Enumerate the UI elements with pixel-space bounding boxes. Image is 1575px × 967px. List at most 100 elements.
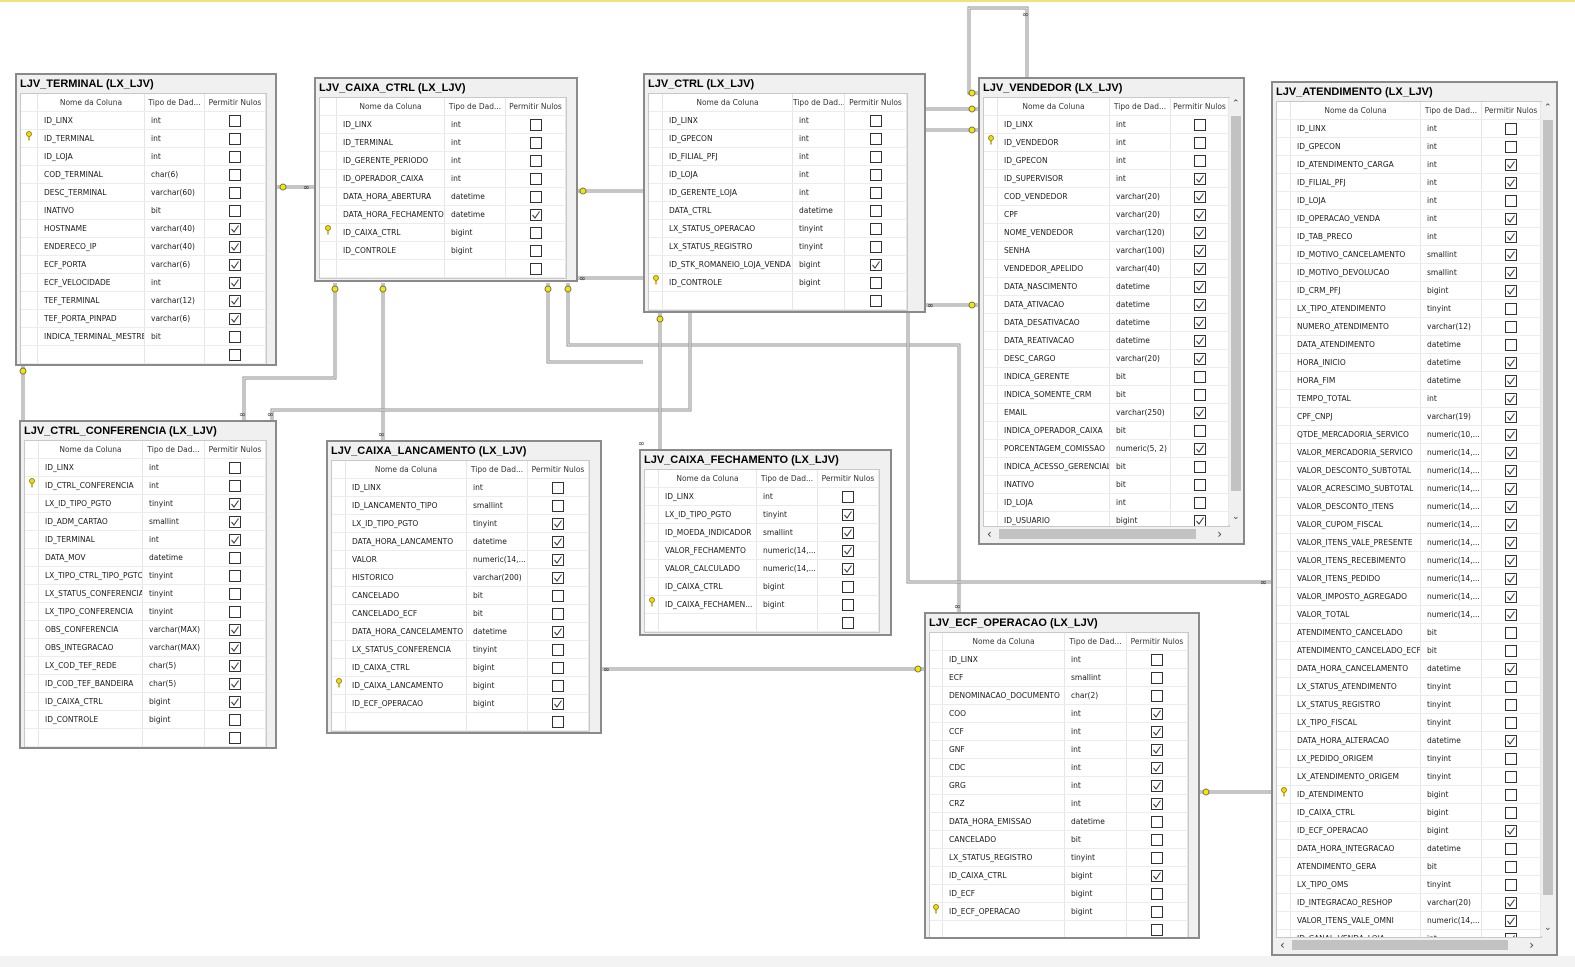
row-selector[interactable] <box>1277 750 1291 767</box>
allow-nulls-checkbox[interactable] <box>529 190 542 203</box>
column-name[interactable]: ID_MOTIVO_DEVOLUCAO <box>1291 264 1421 281</box>
data-type[interactable]: varchar(20) <box>1110 206 1171 223</box>
row-selector[interactable] <box>1277 588 1291 605</box>
row-selector[interactable] <box>1277 786 1291 803</box>
row-selector[interactable] <box>320 134 337 151</box>
row-selector[interactable] <box>332 677 346 694</box>
allow-nulls-checkbox[interactable] <box>229 330 241 343</box>
column-name[interactable]: HORA_INICIO <box>1291 354 1421 371</box>
header-data-type[interactable]: Tipo de Dad... <box>757 470 818 487</box>
allow-nulls-checkbox[interactable] <box>869 204 882 217</box>
data-type[interactable]: bit <box>1421 858 1482 875</box>
row-selector[interactable] <box>1277 624 1291 641</box>
row-selector[interactable] <box>984 386 998 403</box>
row-selector[interactable] <box>332 569 346 586</box>
row-selector[interactable] <box>930 921 943 937</box>
data-type[interactable]: bigint <box>467 677 528 694</box>
column-name[interactable]: TEMPO_TOTAL <box>1291 390 1421 407</box>
allow-nulls-checkbox[interactable] <box>1505 158 1517 171</box>
data-type[interactable]: datetime <box>793 202 845 219</box>
row-selector[interactable] <box>25 621 39 638</box>
column-name[interactable]: ID_CONTROLE <box>663 274 793 291</box>
column-name[interactable] <box>663 292 793 309</box>
column-name[interactable]: ATENDIMENTO_GERA <box>1291 858 1421 875</box>
data-type[interactable]: varchar(20) <box>1110 188 1171 205</box>
data-type[interactable]: bit <box>1421 624 1482 641</box>
allow-nulls-checkbox[interactable] <box>229 515 241 528</box>
column-name[interactable] <box>659 614 757 631</box>
allow-nulls-checkbox[interactable] <box>1505 536 1517 549</box>
allow-nulls-checkbox[interactable] <box>842 616 854 629</box>
data-type[interactable]: smallint <box>757 524 818 541</box>
row-selector[interactable] <box>25 693 39 710</box>
row-selector[interactable] <box>645 506 659 523</box>
data-type[interactable]: bit <box>1065 831 1127 848</box>
column-name[interactable]: DATA_HORA_CANCELAMENTO <box>346 623 467 640</box>
allow-nulls-checkbox[interactable] <box>1193 406 1206 419</box>
row-selector[interactable] <box>645 488 659 505</box>
column-name[interactable]: ECF <box>943 669 1065 686</box>
header-column-name[interactable]: Nome da Coluna <box>1291 102 1421 119</box>
column-name[interactable]: LX_ID_TIPO_PGTO <box>39 495 143 512</box>
column-name[interactable]: LX_STATUS_ATENDIMENTO <box>1291 678 1421 695</box>
allow-nulls-checkbox[interactable] <box>552 625 564 638</box>
allow-nulls-checkbox[interactable] <box>229 623 241 636</box>
allow-nulls-checkbox[interactable] <box>1505 374 1517 387</box>
column-name[interactable]: ID_CONTROLE <box>337 242 445 259</box>
column-name[interactable]: ID_CAIXA_LANCAMENTO <box>346 677 467 694</box>
relationship-line[interactable] <box>243 283 336 420</box>
data-type[interactable]: numeric(14,... <box>1421 588 1482 605</box>
column-name[interactable]: LX_STATUS_OPERACAO <box>663 220 793 237</box>
allow-nulls-checkbox[interactable] <box>229 551 241 564</box>
data-type[interactable]: int <box>1421 228 1482 245</box>
allow-nulls-checkbox[interactable] <box>229 641 241 654</box>
data-type[interactable]: datetime <box>1110 314 1171 331</box>
allow-nulls-checkbox[interactable] <box>869 168 882 181</box>
data-type[interactable]: int <box>145 148 205 165</box>
allow-nulls-checkbox[interactable] <box>869 114 882 127</box>
data-type[interactable]: tinyint <box>143 495 205 512</box>
header-column-name[interactable]: Nome da Coluna <box>337 98 445 115</box>
data-type[interactable]: bigint <box>1065 867 1127 884</box>
row-selector[interactable] <box>25 513 39 530</box>
data-type[interactable]: tinyint <box>793 220 845 237</box>
allow-nulls-checkbox[interactable] <box>229 114 241 127</box>
row-selector[interactable] <box>649 292 663 309</box>
row-selector[interactable] <box>930 651 943 668</box>
column-name[interactable]: NOME_VENDEDOR <box>998 224 1110 241</box>
allow-nulls-checkbox[interactable] <box>1505 140 1517 153</box>
row-selector[interactable] <box>25 603 39 620</box>
column-name[interactable]: ID_VENDEDOR <box>998 134 1110 151</box>
column-name[interactable]: ID_OPERACAO_VENDA <box>1291 210 1421 227</box>
column-name[interactable]: ID_FILIAL_PFJ <box>663 148 793 165</box>
row-selector[interactable] <box>21 256 38 273</box>
column-name[interactable]: INDICA_TERMINAL_MESTRE <box>38 328 145 345</box>
data-type[interactable]: numeric(14,... <box>1421 912 1482 929</box>
row-selector[interactable] <box>984 206 998 223</box>
row-selector[interactable] <box>1277 426 1291 443</box>
row-selector[interactable] <box>25 729 39 746</box>
header-data-type[interactable]: Tipo de Dad... <box>445 98 506 115</box>
data-type[interactable]: datetime <box>1110 332 1171 349</box>
data-type[interactable]: tinyint <box>143 585 205 602</box>
column-name[interactable]: VALOR_ITENS_PEDIDO <box>1291 570 1421 587</box>
row-selector[interactable] <box>649 202 663 219</box>
allow-nulls-checkbox[interactable] <box>1505 806 1517 819</box>
